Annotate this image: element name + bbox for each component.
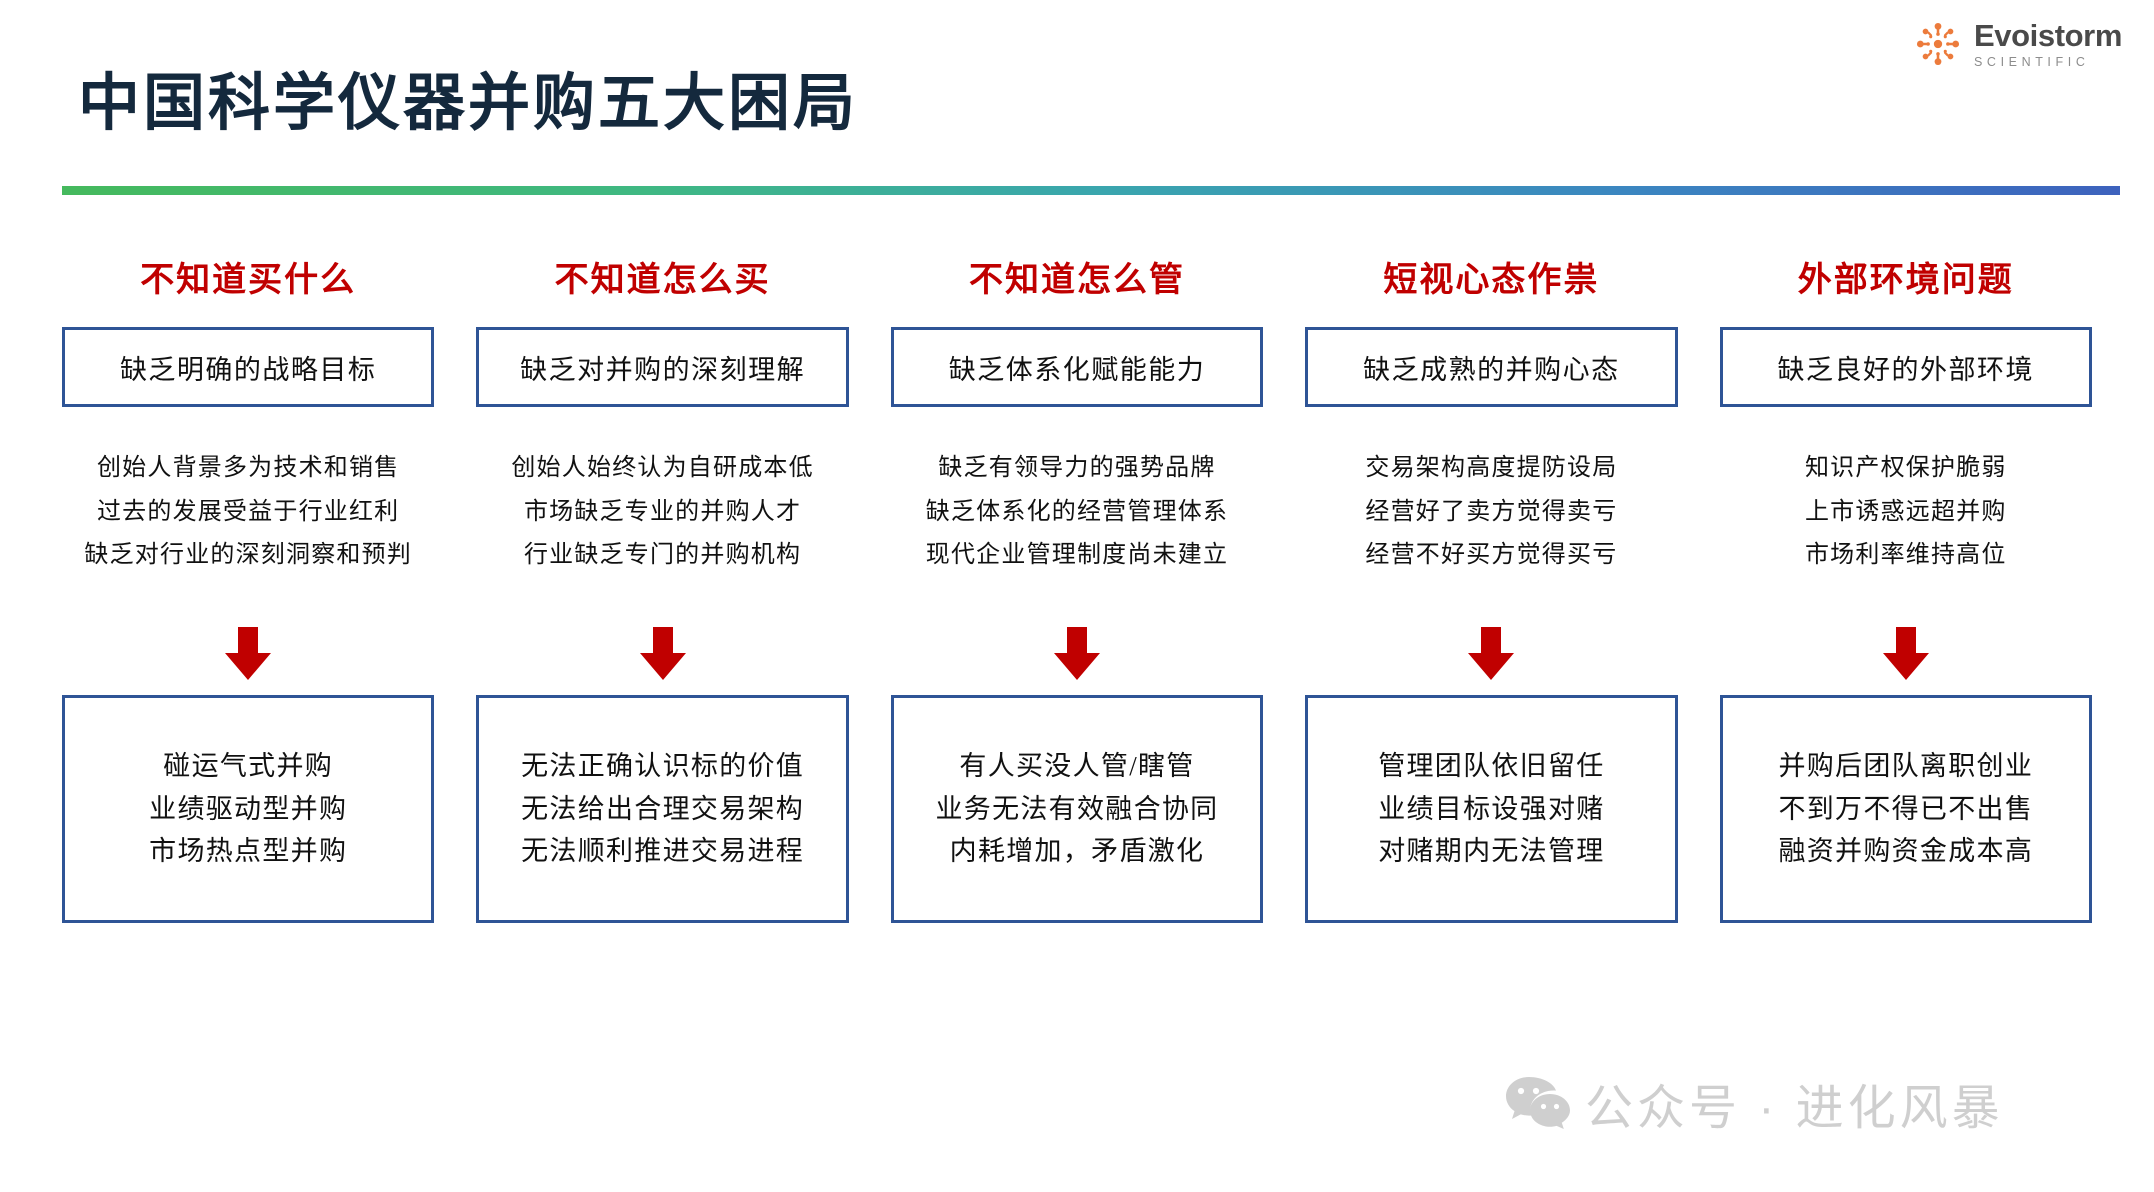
title-divider <box>62 186 2120 195</box>
result-line: 市场热点型并购 <box>149 836 348 867</box>
column-4-cause-label: 缺乏成熟的并购心态 <box>1363 354 1620 385</box>
brand-subtitle: SCIENTIFIC <box>1974 54 2090 69</box>
result-line: 业绩目标设强对赌 <box>1378 793 1605 824</box>
column-3-header: 不知道怎么管 <box>968 261 1185 299</box>
arrow-down-icon <box>639 627 686 680</box>
result-line: 管理团队依旧留任 <box>1378 751 1605 782</box>
page-title: 中国科学仪器并购五大困局 <box>78 70 859 138</box>
column-1-header: 不知道买什么 <box>140 261 357 299</box>
column-4: 短视心态作祟 缺乏成熟的并购心态 交易架构高度提防设局 经营好了卖方觉得卖亏 经… <box>1305 245 1678 923</box>
column-3: 不知道怎么管 缺乏体系化赋能能力 缺乏有领导力的强势品牌 缺乏体系化的经营管理体… <box>890 245 1264 923</box>
column-1-bullets: 创始人背景多为技术和销售 过去的发展受益于行业红利 缺乏对行业的深刻洞察和预判 <box>84 455 412 605</box>
result-line: 不到万不得已不出售 <box>1778 793 2034 824</box>
result-line: 有人买没人管/瞎管 <box>959 751 1195 782</box>
column-4-bullets: 交易架构高度提防设局 经营好了卖方觉得卖亏 经营不好买方觉得买亏 <box>1365 455 1617 605</box>
list-item: 知识产权保护脆弱 <box>1804 455 2007 481</box>
column-3-arrow <box>1046 619 1108 689</box>
list-item: 缺乏对行业的深刻洞察和预判 <box>84 542 412 569</box>
list-item: 创始人背景多为技术和销售 <box>96 455 400 481</box>
column-1: 不知道买什么 缺乏明确的战略目标 创始人背景多为技术和销售 过去的发展受益于行业… <box>62 245 435 923</box>
evoistorm-burst-icon <box>1916 22 1960 66</box>
column-3-result-box: 有人买没人管/瞎管 业务无法有效融合协同 内耗增加，矛盾激化 <box>890 695 1264 923</box>
list-item: 创始人始终认为自研成本低 <box>511 455 814 481</box>
result-line: 并购后团队离职创业 <box>1778 751 2034 782</box>
result-line: 内耗增加，矛盾激化 <box>949 836 1205 867</box>
column-2-cause-label: 缺乏对并购的深刻理解 <box>520 354 806 385</box>
list-item: 行业缺乏专门的并购机构 <box>523 542 802 569</box>
list-item: 市场利率维持高位 <box>1804 542 2007 569</box>
result-line: 业务无法有效融合协同 <box>935 793 1219 824</box>
list-item: 经营不好买方觉得买亏 <box>1365 542 1618 569</box>
arrow-down-icon <box>225 627 272 680</box>
column-4-cause-box: 缺乏成熟的并购心态 <box>1305 327 1678 407</box>
arrow-down-icon <box>1468 627 1515 680</box>
column-2-header: 不知道怎么买 <box>554 261 771 299</box>
list-item: 过去的发展受益于行业红利 <box>96 498 400 525</box>
arrow-down-icon <box>1882 627 1929 680</box>
watermark-text: 公众号 · 进化风暴 <box>1585 1082 2004 1135</box>
column-2-cause-box: 缺乏对并购的深刻理解 <box>476 327 849 407</box>
watermark: 公众号 · 进化风暴 <box>1505 1068 2004 1138</box>
column-2-arrow <box>632 619 694 689</box>
column-5: 外部环境问题 缺乏良好的外部环境 知识产权保护脆弱 上市诱惑远超并购 市场利率维… <box>1719 245 2092 923</box>
column-4-result-box: 管理团队依旧留任 业绩目标设强对赌 对赌期内无法管理 <box>1305 695 1678 923</box>
column-3-cause-label: 缺乏体系化赋能能力 <box>948 354 1206 385</box>
list-item: 现代企业管理制度尚未建立 <box>925 542 1229 569</box>
column-1-arrow <box>217 619 279 689</box>
brand-logo: Evoistorm SCIENTIFIC <box>1912 18 2122 70</box>
brand-name: Evoistorm <box>1974 17 2122 53</box>
column-2-result-box: 无法正确认识标的价值 无法给出合理交易架构 无法顺利推进交易进程 <box>476 695 849 923</box>
column-2-bullets: 创始人始终认为自研成本低 市场缺乏专业的并购人才 行业缺乏专门的并购机构 <box>511 455 813 605</box>
column-2: 不知道怎么买 缺乏对并购的深刻理解 创始人始终认为自研成本低 市场缺乏专业的并购… <box>476 245 849 923</box>
result-line: 业绩驱动型并购 <box>149 793 348 824</box>
columns-grid: 不知道买什么 缺乏明确的战略目标 创始人背景多为技术和销售 过去的发展受益于行业… <box>62 245 2092 923</box>
column-1-cause-label: 缺乏明确的战略目标 <box>119 354 377 385</box>
column-5-header: 外部环境问题 <box>1797 261 2014 299</box>
list-item: 交易架构高度提防设局 <box>1365 455 1618 481</box>
list-item: 缺乏有领导力的强势品牌 <box>938 455 1216 481</box>
column-4-header: 短视心态作祟 <box>1383 261 1600 299</box>
list-item: 上市诱惑远超并购 <box>1804 498 2007 525</box>
column-1-cause-box: 缺乏明确的战略目标 <box>62 327 435 407</box>
result-line: 融资并购资金成本高 <box>1778 836 2034 867</box>
brand-wordmark: Evoistorm SCIENTIFIC <box>1974 20 2122 69</box>
result-line: 无法给出合理交易架构 <box>521 793 805 824</box>
result-line: 无法顺利推进交易进程 <box>521 836 805 867</box>
list-item: 市场缺乏专业的并购人才 <box>523 498 802 525</box>
result-line: 碰运气式并购 <box>163 751 334 782</box>
column-3-cause-box: 缺乏体系化赋能能力 <box>890 327 1264 407</box>
result-line: 对赌期内无法管理 <box>1378 836 1605 867</box>
list-item: 经营好了卖方觉得卖亏 <box>1365 498 1618 525</box>
result-line: 无法正确认识标的价值 <box>521 751 805 782</box>
wechat-icon <box>1506 1077 1570 1129</box>
arrow-down-icon <box>1053 627 1100 680</box>
list-item: 缺乏体系化的经营管理体系 <box>925 498 1229 525</box>
column-1-result-box: 碰运气式并购 业绩驱动型并购 市场热点型并购 <box>62 695 435 923</box>
column-5-cause-box: 缺乏良好的外部环境 <box>1719 327 2092 407</box>
column-3-bullets: 缺乏有领导力的强势品牌 缺乏体系化的经营管理体系 现代企业管理制度尚未建立 <box>926 455 1228 605</box>
column-5-arrow <box>1875 619 1937 689</box>
column-5-result-box: 并购后团队离职创业 不到万不得已不出售 融资并购资金成本高 <box>1719 695 2092 923</box>
column-4-arrow <box>1460 619 1522 689</box>
column-5-cause-label: 缺乏良好的外部环境 <box>1777 354 2035 385</box>
column-5-bullets: 知识产权保护脆弱 上市诱惑远超并购 市场利率维持高位 <box>1805 455 2007 605</box>
